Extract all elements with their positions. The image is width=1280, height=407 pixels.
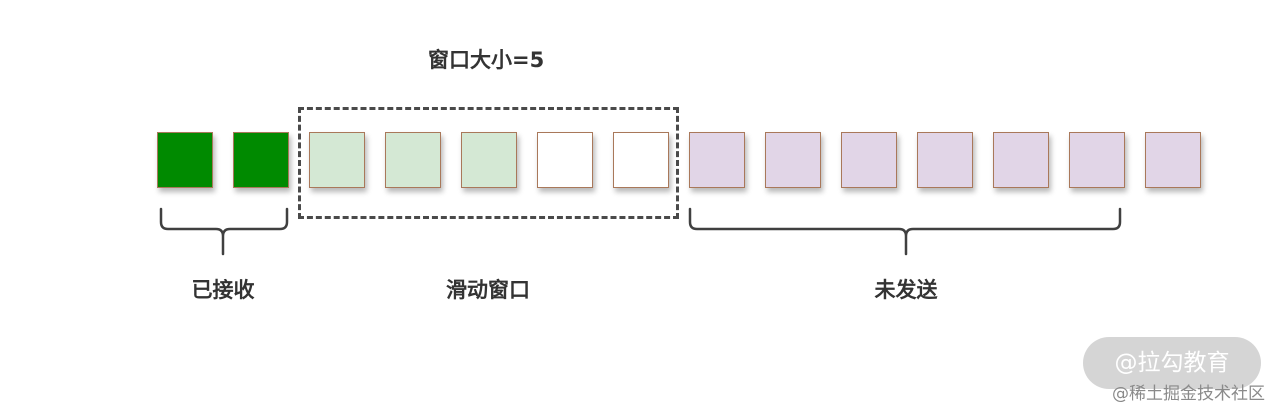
cell-received: [233, 132, 289, 188]
brace-received: [159, 207, 289, 256]
cell-unsent: [841, 132, 897, 188]
label-unsent: 未发送: [874, 278, 938, 302]
cell-unsent: [689, 132, 745, 188]
cell-unsent: [993, 132, 1049, 188]
label-sliding-window: 滑动窗口: [446, 278, 530, 302]
window-size-title: 窗口大小=5: [428, 48, 545, 72]
cell-window-free: [613, 132, 669, 188]
sliding-window-frame: [298, 107, 679, 219]
cell-window-free: [537, 132, 593, 188]
cell-unsent: [917, 132, 973, 188]
watermark-badge: @拉勾教育: [1083, 337, 1261, 389]
cell-window-sent: [309, 132, 365, 188]
label-received: 已接收: [191, 278, 255, 302]
cell-received: [157, 132, 213, 188]
brace-unsent: [688, 207, 1122, 256]
cell-unsent: [1145, 132, 1201, 188]
watermark-credit: @稀土掘金技术社区: [1112, 384, 1265, 404]
cell-unsent: [1069, 132, 1125, 188]
cell-unsent: [765, 132, 821, 188]
cell-window-sent: [385, 132, 441, 188]
cell-window-sent: [461, 132, 517, 188]
